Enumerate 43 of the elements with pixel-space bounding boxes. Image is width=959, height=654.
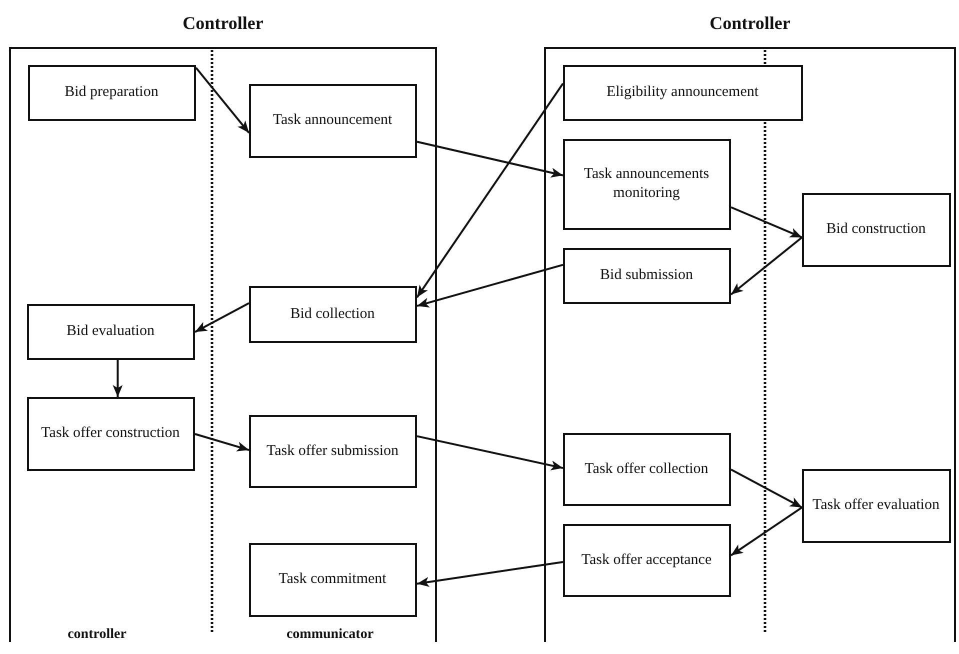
- process-box: [248, 286, 416, 342]
- process-box: [248, 84, 416, 158]
- box-label: Bid preparation: [64, 83, 160, 102]
- box-label: Bid collection: [289, 304, 376, 324]
- arrow: [730, 206, 802, 238]
- process-box: [248, 542, 416, 616]
- arrow: [112, 360, 123, 397]
- box-label: Task offer acceptance: [580, 550, 713, 570]
- box-label: Task offer construction: [40, 424, 181, 443]
- process-box: [802, 192, 950, 266]
- box-label: Task offer evaluation: [812, 496, 940, 515]
- process-box: [248, 414, 416, 488]
- box-label: Task announcements monitoring: [582, 165, 710, 203]
- box-label: Task commitment: [278, 570, 388, 589]
- arrow: [194, 302, 250, 333]
- arrow: [416, 140, 564, 178]
- process-box: [562, 432, 730, 506]
- process-box: [562, 248, 730, 304]
- arrow: [195, 67, 250, 134]
- arrow: [730, 506, 803, 556]
- frame-title: Controller: [182, 13, 264, 34]
- box-label: Bid evaluation: [66, 322, 156, 341]
- arrow: [416, 264, 564, 308]
- process-box: [26, 396, 194, 470]
- box-label: Bid submission: [599, 266, 694, 285]
- box-label: Bid construction: [825, 220, 927, 239]
- process-box: [802, 468, 950, 542]
- arrow: [416, 560, 564, 587]
- process-box: [28, 64, 196, 120]
- arrow: [194, 433, 250, 452]
- process-box: [562, 138, 730, 230]
- arrow: [416, 435, 564, 470]
- process-box: [562, 524, 730, 596]
- box-label: Task announcement: [272, 111, 394, 130]
- box-label: Task offer submission: [266, 442, 400, 460]
- frame-title: Controller: [708, 13, 792, 34]
- box-label: Eligibility announcement: [605, 83, 760, 102]
- arrow: [730, 236, 803, 296]
- process-box: [26, 304, 194, 360]
- box-label: Task offer collection: [584, 460, 710, 478]
- arrow: [416, 82, 564, 298]
- arrow: [730, 468, 802, 508]
- process-box: [562, 64, 802, 120]
